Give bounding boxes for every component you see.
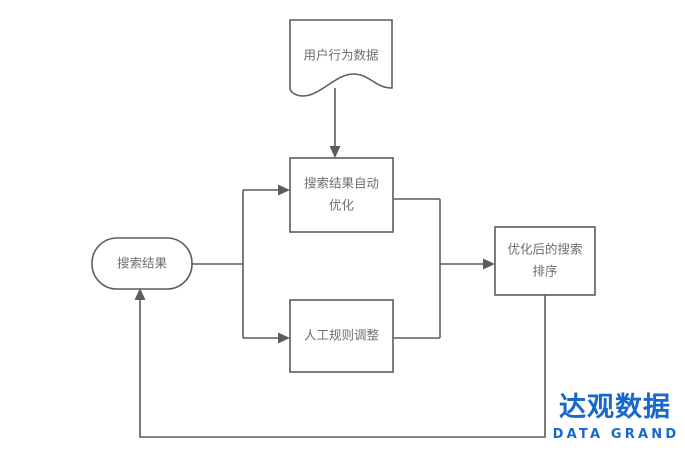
edge-ranking-feedback [134, 288, 546, 438]
document-shape [289, 19, 393, 97]
logo-english-text: DATA GRAND [553, 427, 680, 442]
node-label: 人工规则调整 [304, 328, 380, 343]
node-auto-optimization[interactable]: 搜索结果自动 优化 [289, 157, 394, 233]
arrow-head-down-icon [329, 146, 341, 158]
node-label-line1: 优化后的搜索 [507, 242, 582, 257]
node-search-results[interactable]: 搜索结果 [91, 237, 193, 290]
rectangle-shape [289, 299, 394, 373]
edge-data-to-auto [329, 88, 341, 158]
arrow-head-up-icon [134, 288, 146, 300]
node-label: 用户行为数据 [303, 48, 378, 63]
node-label: 搜索结果 [117, 256, 168, 271]
edge-line-feedback [139, 295, 546, 438]
node-label-line1: 搜索结果自动 [304, 176, 379, 191]
rounded-pill-shape [91, 237, 193, 290]
arrow-head-right-icon [278, 332, 290, 344]
logo-chinese-text: 达观数据 [559, 392, 671, 423]
node-user-behavior-data[interactable]: 用户行为数据 [289, 19, 393, 97]
rectangle-shape [494, 226, 596, 296]
edge-results-to-branches [192, 184, 290, 344]
node-optimized-ranking[interactable]: 优化后的搜索 排序 [494, 226, 596, 296]
arrow-head-right-icon [483, 258, 495, 270]
arrow-head-right-icon [278, 184, 290, 196]
node-label-line2: 优化 [329, 198, 355, 213]
edge-branches-to-ranking [393, 198, 495, 339]
brand-logo: 达观数据 DATA GRAND [553, 392, 680, 442]
node-label-line2: 排序 [532, 264, 557, 279]
rectangle-shape [289, 157, 394, 233]
node-manual-rule-adjustment[interactable]: 人工规则调整 [289, 299, 394, 373]
